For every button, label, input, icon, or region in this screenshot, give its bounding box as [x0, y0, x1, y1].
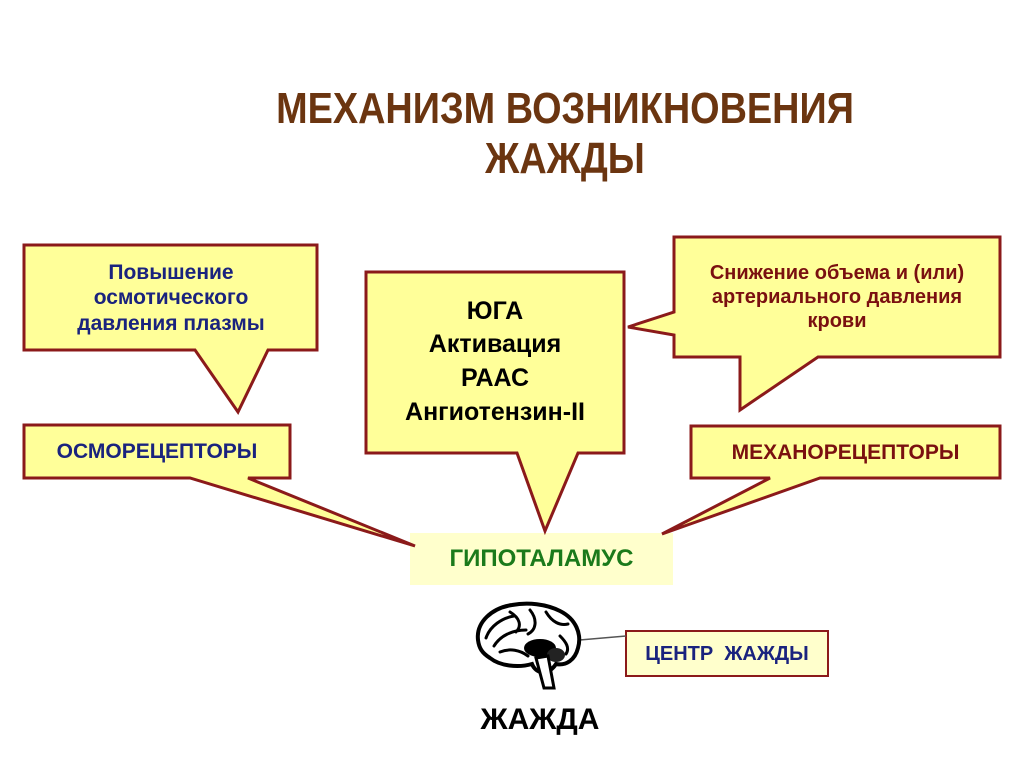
osmotic-line-2: осмотического	[93, 286, 249, 310]
mechanoreceptors-callout	[661, 424, 1002, 536]
raas-callout	[364, 270, 626, 536]
raas-line-2: Активация	[428, 330, 562, 359]
thirst-label: ЖАЖДА	[480, 703, 600, 736]
hypothalamus-label: ГИПОТАЛАМУС	[449, 544, 634, 572]
hypothalamus-box	[410, 533, 673, 585]
thirst-center-label: ЦЕНТР ЖАЖДЫ	[645, 643, 809, 665]
thirst-center-box	[625, 630, 829, 677]
volume-line-2: артериального давления	[711, 286, 963, 308]
osmotic-line-1: Повышение	[108, 261, 234, 285]
raas-line-4: Ангиотензин-II	[405, 397, 585, 426]
osmotic-line-3: давления плазмы	[77, 311, 265, 335]
raas-text: ЮГА Активация РААС Ангиотензин-II	[368, 278, 622, 446]
raas-line-3: РААС	[460, 364, 530, 392]
mechanoreceptors-label: МЕХАНОРЕЦЕПТОРЫ	[731, 440, 960, 464]
osmotic-pressure-text: Повышение осмотического давления плазмы	[28, 248, 314, 348]
osmoreceptors-label: ОСМОРЕЦЕПТОРЫ	[56, 440, 258, 464]
raas-line-1: ЮГА	[466, 296, 524, 325]
volume-line-3: крови	[807, 310, 867, 332]
volume-line-1: Снижение объема и (или)	[709, 262, 965, 284]
osmotic-pressure-callout	[22, 243, 319, 415]
osmoreceptors-callout	[22, 423, 416, 548]
page-title: МЕХАНИЗМ ВОЗНИКНОВЕНИЯ ЖАЖДЫ	[276, 84, 854, 183]
volume-pressure-callout	[627, 235, 1002, 413]
volume-pressure-text: Снижение объема и (или) артериального да…	[676, 240, 998, 354]
brain-icon	[475, 601, 582, 690]
